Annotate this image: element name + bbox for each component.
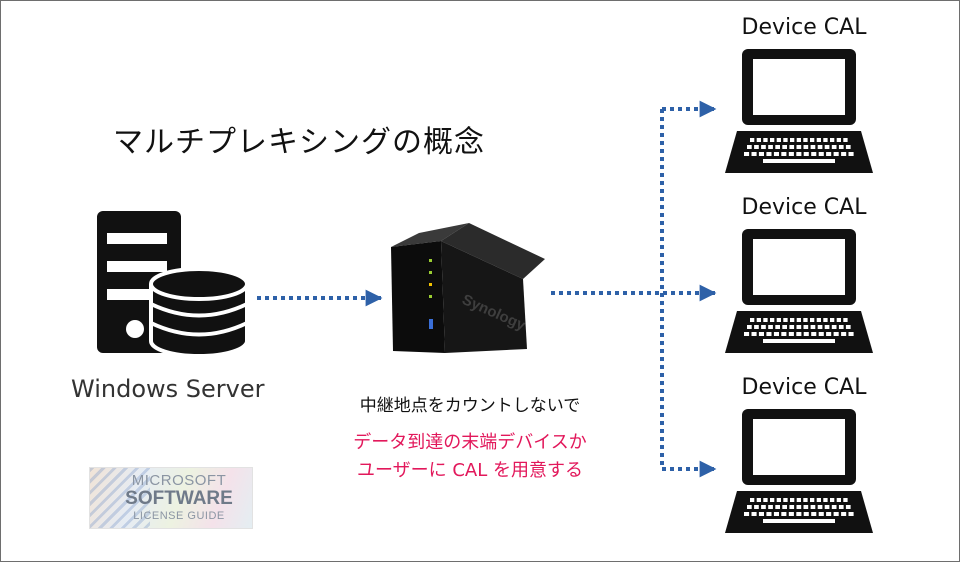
- logo-pattern: [90, 468, 150, 528]
- logo-line-1: MICROSOFT: [131, 472, 227, 489]
- highlight-line-2: ユーザーに CAL を用意する: [357, 460, 583, 481]
- device-cal-label-3: Device CAL: [741, 375, 867, 400]
- highlight-line-1: データ到達の末端デバイスか: [353, 432, 587, 453]
- laptop-icon: [725, 49, 873, 173]
- laptops-group: [725, 49, 873, 533]
- device-cal-label-2: Device CAL: [741, 195, 867, 220]
- server-database-icon: [97, 211, 249, 358]
- device-cal-label-1: Device CAL: [741, 15, 867, 40]
- logo-line-2: SOFTWARE: [125, 488, 233, 509]
- server-label: Windows Server: [71, 375, 265, 403]
- page-title: マルチプレキシングの概念: [113, 125, 485, 160]
- nas-device-icon: Synology: [391, 223, 545, 353]
- laptop-icon: [725, 409, 873, 533]
- laptop-icon: [725, 229, 873, 353]
- distribution-arrows: [551, 100, 717, 478]
- note-text: 中継地点をカウントしないで: [359, 396, 581, 416]
- highlight-text: データ到達の末端デバイスか ユーザーに CAL を用意する: [321, 429, 619, 485]
- microsoft-license-guide-logo: MICROSOFT SOFTWARE LICENSE GUIDE: [89, 467, 253, 529]
- logo-line-3: LICENSE GUIDE: [133, 510, 225, 522]
